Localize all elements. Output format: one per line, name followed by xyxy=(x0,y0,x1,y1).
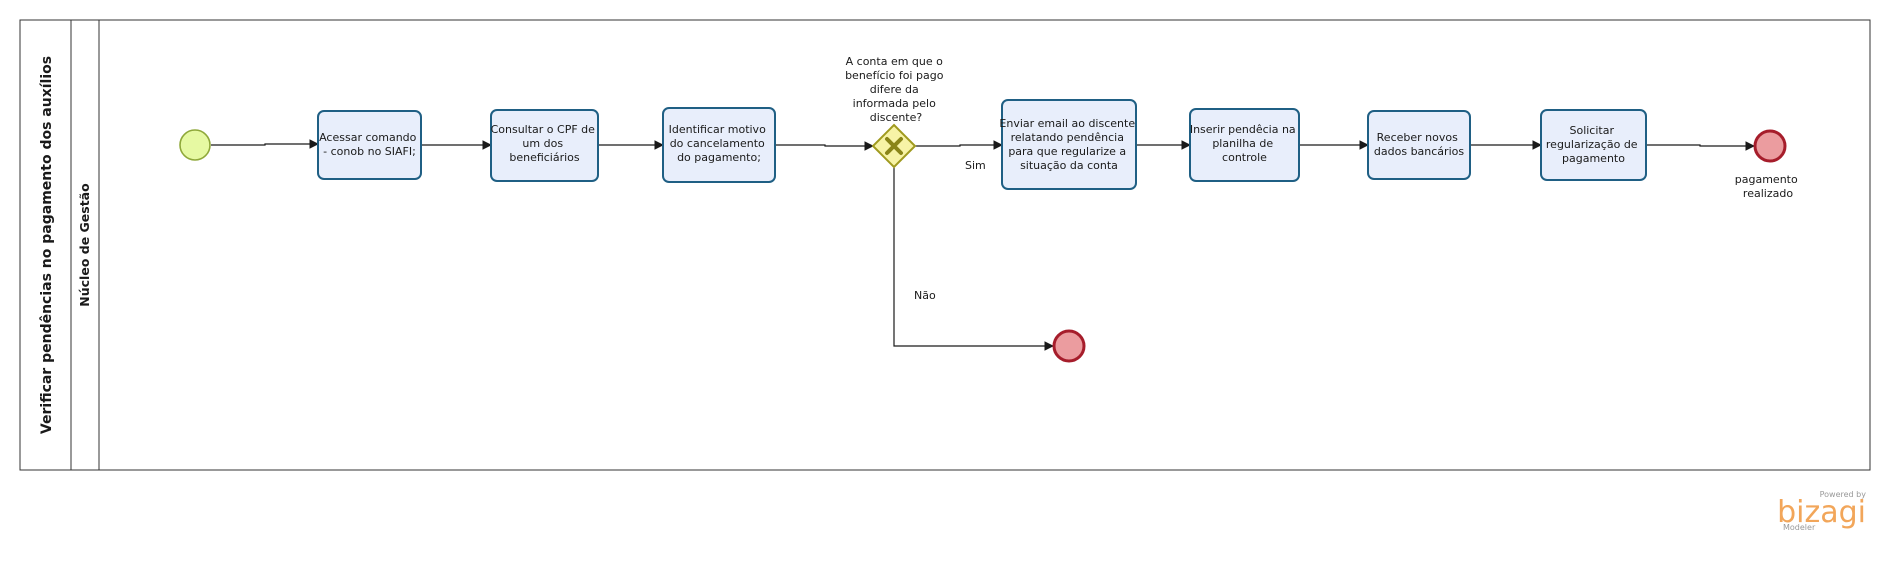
gateway-question: A conta em que o benefício foi pago dife… xyxy=(845,55,947,124)
svg-text:Consultar o CPF de um do: Consultar o CPF de um dos beneficiários xyxy=(491,123,599,164)
task-line: Consultar o CPF de xyxy=(491,123,596,136)
pool-border xyxy=(19,19,1871,471)
gateway-x-icon xyxy=(885,137,903,155)
task-line: Inserir pendêcia na xyxy=(1190,123,1296,136)
task-line: controle xyxy=(1222,151,1267,164)
gateway-question-line: difere da xyxy=(870,83,919,96)
task-line: beneficiários xyxy=(509,151,580,164)
task-consultar-cpf[interactable]: Consultar o CPF de um dos beneficiários xyxy=(490,109,599,182)
task-inserir-pendencia[interactable]: Inserir pendêcia na planilha de controle xyxy=(1189,108,1300,182)
svg-text:Solicitar regularização: Solicitar regularização de pagamento xyxy=(1546,124,1641,165)
watermark-powered-by: Powered by xyxy=(1820,490,1867,499)
task-line: regularização de xyxy=(1546,138,1638,151)
flow-gateway-sim xyxy=(915,140,1003,150)
end-event-label-line: pagamento xyxy=(1735,173,1798,186)
task-line: planilha de xyxy=(1212,137,1273,150)
flow-solicitar-to-end xyxy=(1646,141,1755,151)
end-event-label-line: realizado xyxy=(1743,187,1793,200)
task-line: Receber novos xyxy=(1377,131,1458,144)
flow-start-to-acessar xyxy=(211,139,319,149)
task-line: situação da conta xyxy=(1020,159,1118,172)
svg-text:Enviar email ao discente: Enviar email ao discente relatando pendê… xyxy=(999,117,1138,172)
svg-text:Receber novos dados banc: Receber novos dados bancários xyxy=(1374,131,1464,158)
pool-title: Verificar pendências no pagamento dos au… xyxy=(39,56,55,434)
flow-label-sim: Sim xyxy=(965,159,986,172)
task-identificar-motivo[interactable]: Identificar motivo do cancelamento do pa… xyxy=(662,107,776,183)
svg-text:Inserir pendêcia na plan: Inserir pendêcia na planilha de controle xyxy=(1190,123,1299,164)
svg-text:Acessar comando - conob: Acessar comando - conob no SIAFI; xyxy=(319,131,420,158)
task-receber-dados[interactable]: Receber novos dados bancários xyxy=(1367,110,1471,180)
flow-identificar-to-gateway xyxy=(775,141,874,151)
svg-text:Identificar motivo do ca: Identificar motivo do cancelamento do pa… xyxy=(669,123,770,164)
task-line: para que regularize a xyxy=(1008,145,1126,158)
task-line: do pagamento; xyxy=(677,151,761,164)
bizagi-watermark: Powered by bizagi Modeler xyxy=(1777,490,1866,532)
end-event-pagamento-realizado[interactable] xyxy=(1753,129,1787,163)
task-line: Acessar comando xyxy=(319,131,417,144)
watermark-product: Modeler xyxy=(1783,523,1816,532)
gateway-question-line: benefício foi pago xyxy=(845,69,944,82)
task-line: do cancelamento xyxy=(670,137,765,150)
exclusive-gateway[interactable] xyxy=(871,123,917,169)
start-event[interactable] xyxy=(179,129,211,161)
gateway-question-line: A conta em que o xyxy=(846,55,944,68)
task-line: Identificar motivo xyxy=(669,123,766,136)
task-line: Solicitar xyxy=(1569,124,1614,137)
end-event-label: pagamento realizado xyxy=(1735,173,1801,200)
task-acessar-comando[interactable]: Acessar comando - conob no SIAFI; xyxy=(317,110,422,180)
task-line: relatando pendência xyxy=(1011,131,1124,144)
flow-gateway-nao xyxy=(893,167,1054,351)
watermark-brand: bizagi xyxy=(1777,495,1866,530)
task-line: um dos xyxy=(522,137,563,150)
gateway-question-line: discente? xyxy=(870,111,923,124)
task-line: pagamento xyxy=(1562,152,1625,165)
task-line: dados bancários xyxy=(1374,145,1464,158)
task-line: - conob no SIAFI; xyxy=(323,145,416,158)
task-line: Enviar email ao discente xyxy=(999,117,1135,130)
flow-label-nao: Não xyxy=(914,289,936,302)
lane-title: Núcleo de Gestão xyxy=(77,183,92,307)
end-event-nao[interactable] xyxy=(1052,329,1086,363)
task-solicitar-regularizacao[interactable]: Solicitar regularização de pagamento xyxy=(1540,109,1647,181)
gateway-question-line: informada pelo xyxy=(853,97,936,110)
task-enviar-email[interactable]: Enviar email ao discente relatando pendê… xyxy=(999,99,1138,190)
